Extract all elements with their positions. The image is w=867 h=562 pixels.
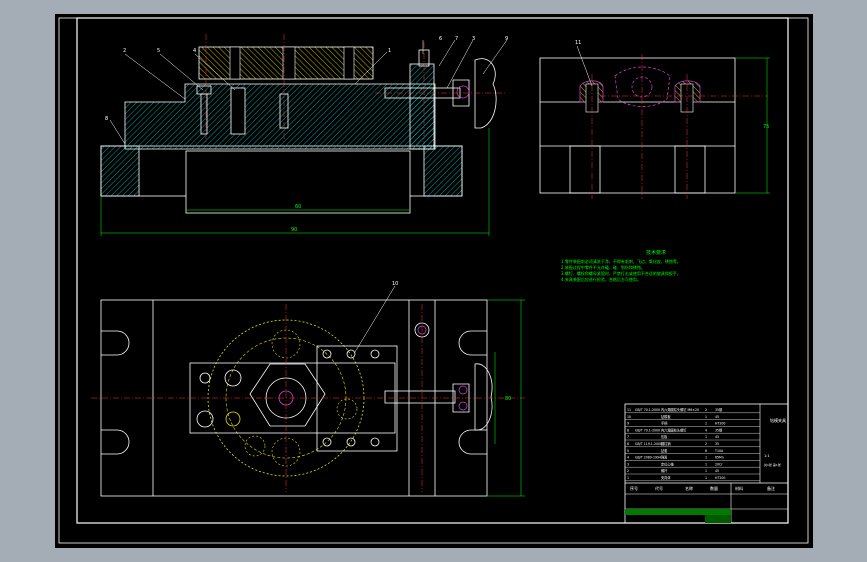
parts-list-cell: GB/T 119.1-2000 (635, 442, 662, 446)
parts-list-cell: 35 (715, 442, 719, 446)
parts-list-header: 名称 (685, 485, 693, 491)
part-label: 8 (105, 116, 108, 122)
parts-list-cell: 35钢 (715, 407, 722, 412)
tech-note-line: 2.装配过程中零件不允许磕、碰、划伤和锈蚀。 (561, 265, 645, 270)
part-label: 5 (157, 48, 160, 54)
parts-list-cell: 45 (715, 469, 719, 473)
parts-list-header: 材料 (735, 485, 743, 491)
parts-list-cell: 弹簧 (661, 455, 668, 460)
parts-list-cell: 1 (705, 469, 707, 473)
parts-list-cell: 螺杆 (661, 468, 668, 473)
parts-list-cell: 1 (705, 462, 707, 466)
parts-list-cell: 2 (705, 408, 707, 412)
parts-list-cell: 11 (627, 408, 631, 412)
sheet-count: 共1张 第1张 (764, 462, 781, 467)
parts-list-cell: 10 (627, 415, 631, 419)
parts-list-header: 代号 (655, 485, 663, 491)
cad-drawing: 2 5 4 1 6 7 3 9 8 60 90 11 75 (58, 17, 809, 544)
parts-list-cell: 2 (705, 442, 707, 446)
dimension-text: 60 (295, 204, 301, 210)
parts-list-cell: T10A (714, 449, 724, 453)
parts-list-cell: 35钢 (715, 427, 722, 432)
parts-list-cell: 3 (627, 462, 629, 466)
parts-list-cell: 定位心轴 (661, 461, 674, 466)
parts-list-cell: 9 (627, 422, 629, 426)
parts-list-cell: 5 (627, 449, 629, 453)
dimension-text: 80 (505, 396, 511, 402)
side-view: 11 75 (539, 40, 770, 199)
parts-list-cell: HT200 (715, 476, 725, 480)
parts-list-cell: 4 (627, 456, 629, 460)
parts-list-cell: 1 (705, 435, 707, 439)
parts-list-header: 数量 (710, 485, 718, 491)
drawing-name: 钻模夹具 (770, 417, 786, 423)
front-part-labels: 2 5 4 1 6 7 3 9 8 60 90 (105, 36, 508, 233)
part-label: 3 (472, 36, 475, 42)
inner-frame (76, 17, 789, 524)
parts-list-cell: 圆柱销 (661, 441, 671, 446)
parts-list-cell: 6 (627, 442, 629, 446)
parts-list-cell: 钻模板 (661, 414, 671, 419)
parts-list-cell: 20Cr (715, 462, 723, 466)
parts-list-cell: 6 (705, 449, 707, 453)
parts-list-cell: 8 (627, 428, 629, 432)
parts-list-cell: GB/T 70.1-2000 (635, 408, 660, 412)
parts-list-cell: 1 (705, 456, 707, 460)
parts-list-cell: 65Mn (715, 456, 724, 460)
scale-ratio: 1:1 (764, 454, 770, 458)
drawing-sheet: 2 5 4 1 6 7 3 9 8 60 90 11 75 (55, 14, 813, 548)
parts-list-cell: 45 (715, 435, 719, 439)
part-label: 7 (455, 36, 458, 42)
parts-list-cell: 45 (715, 415, 719, 419)
parts-list-cell: GB/T 70.1-2000 (635, 428, 660, 432)
parts-list-cell: 4 (705, 428, 707, 432)
parts-list-cell: 2 (627, 469, 629, 473)
part-label: 11 (575, 40, 581, 46)
tech-note-line: 3.螺钉、螺栓和螺母紧固时，严禁打击或使用不合适的旋具和扳手。 (561, 271, 681, 276)
parts-list-cell: 1 (705, 476, 707, 480)
parts-list-cell: 钻套 (661, 448, 668, 453)
parts-list-cell: 夹具体 (661, 475, 671, 480)
parts-list-cell: 1 (627, 476, 629, 480)
part-label: 10 (392, 281, 398, 287)
dimension-text: 75 (763, 124, 769, 130)
dimension-text: 90 (291, 227, 297, 233)
parts-list-cell: 7 (627, 435, 629, 439)
part-label: 6 (439, 36, 442, 42)
parts-list-header: 序号 (630, 485, 638, 491)
tech-notes-title: 技术要求 (645, 250, 666, 256)
parts-list-cell: 内六角圆柱头螺钉 (661, 427, 687, 432)
front-section-view (100, 34, 508, 236)
part-label: 9 (505, 36, 508, 42)
part-label: 4 (193, 48, 196, 54)
parts-list-cell: 1 (705, 415, 707, 419)
parts-list-cell: GB/T 2089-1994 (635, 456, 661, 460)
tech-note-line: 1.零件装配前必须清洗干净，不得有毛刺、飞边、氧化皮、锈蚀等。 (561, 259, 681, 264)
parts-list-header: 备注 (767, 485, 775, 491)
top-view: 10 80 (91, 281, 525, 497)
part-label: 2 (123, 48, 126, 54)
parts-list-cell: 压板 (661, 434, 668, 439)
parts-list-cell: 手柄 (661, 421, 668, 426)
parts-list-cell: 内六角圆柱头螺钉 M6×20 (661, 407, 699, 412)
parts-list-cell: HT200 (715, 422, 725, 426)
tech-note-line: 4.夹具装配后应进行检验，合格后方可使用。 (561, 277, 641, 282)
part-label: 1 (388, 48, 391, 54)
technical-requirements: 技术要求 1.零件装配前必须清洗干净，不得有毛刺、飞边、氧化皮、锈蚀等。 2.装… (561, 250, 751, 283)
parts-list-cell: 1 (705, 422, 707, 426)
